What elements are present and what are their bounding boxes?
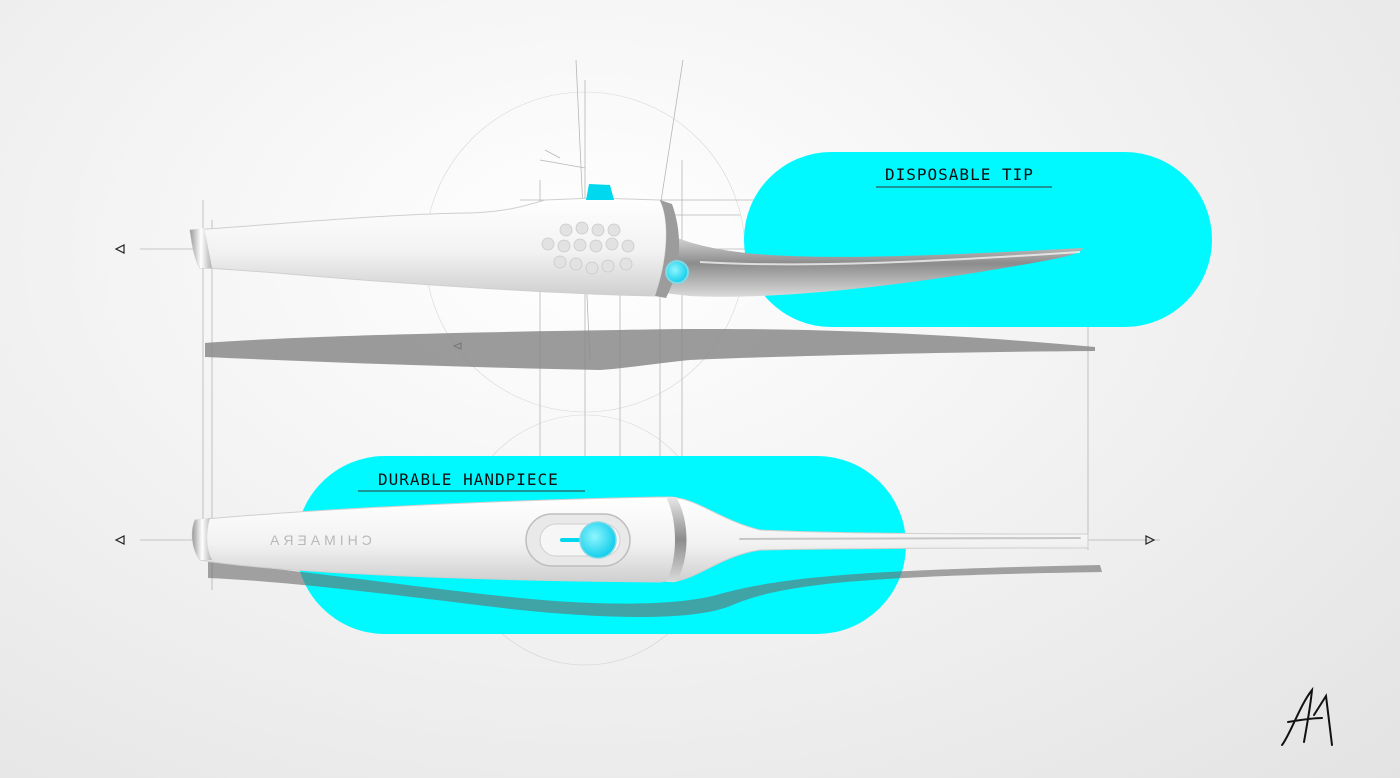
- bottom-device-shadow: [208, 562, 1102, 617]
- top-device-shadow: [205, 328, 1095, 370]
- nose-highlight: [739, 537, 1081, 540]
- tip-release-tab[interactable]: [586, 184, 614, 200]
- durable-handpiece-label: DURABLE HANDPIECE: [378, 470, 559, 489]
- grip-dimples: [541, 221, 635, 275]
- top-device-endcap: [190, 228, 212, 268]
- disposable-tip-label: DISPOSABLE TIP: [885, 165, 1034, 184]
- power-switch-knob[interactable]: [579, 521, 617, 559]
- power-switch[interactable]: [525, 513, 631, 567]
- brand-mark: CHIMAERA: [266, 532, 372, 548]
- signature-mark: [1281, 686, 1333, 746]
- handpiece-endcap: [192, 518, 212, 560]
- handpiece-collar-edge: [666, 497, 687, 582]
- tip-status-indicator: [665, 260, 689, 284]
